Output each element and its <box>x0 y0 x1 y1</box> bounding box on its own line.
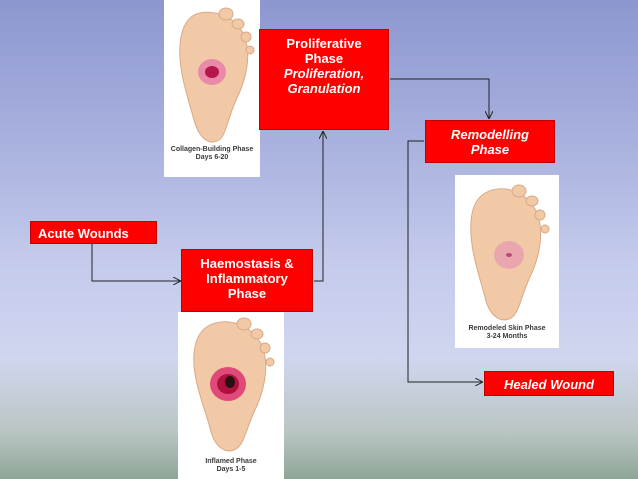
remodelling-label-line-2: Phase <box>470 142 510 157</box>
inflamed-phase-photo: Inflamed Phase Days 1-5 <box>178 312 284 479</box>
connector-proliferative-to-remodelling <box>390 78 489 118</box>
foot-inflamed-wound-icon <box>178 312 284 479</box>
proliferative-label-line-1: Proliferative <box>286 36 362 51</box>
collagen-caption-days: Days 6-20 <box>195 154 229 161</box>
connector-haemostasis-to-proliferative <box>314 132 323 282</box>
remodeled-caption-months: 3-24 Months <box>486 333 528 340</box>
collagen-caption-title: Collagen-Building Phase <box>170 146 254 153</box>
foot-wound-icon <box>164 0 260 177</box>
proliferative-sub-line-1: Proliferation, <box>283 66 365 81</box>
collagen-building-phase-photo: Collagen-Building Phase Days 6-20 <box>164 0 260 177</box>
proliferative-phase-node: Proliferative Phase Proliferation, Granu… <box>259 29 389 130</box>
acute-wounds-node: Acute Wounds <box>30 221 157 244</box>
healed-wound-node: Healed Wound <box>484 371 614 396</box>
remodeled-skin-phase-photo: Remodeled Skin Phase 3-24 Months <box>455 175 559 348</box>
healed-wound-label: Healed Wound <box>503 377 595 392</box>
proliferative-sub-line-2: Granulation <box>287 81 361 96</box>
foot-healing-icon <box>455 175 559 348</box>
remodeled-caption-title: Remodeled Skin Phase <box>468 325 546 332</box>
remodelling-label-line-1: Remodelling <box>450 127 529 142</box>
inflamed-caption-title: Inflamed Phase <box>205 458 257 465</box>
proliferative-label-line-2: Phase <box>304 51 344 66</box>
haemostasis-label-line-3: Phase <box>227 286 267 301</box>
connector-acute-to-haemostasis <box>91 244 180 281</box>
haemostasis-label-line-1: Haemostasis & <box>200 256 294 271</box>
acute-wounds-label: Acute Wounds <box>38 226 129 241</box>
haemostasis-inflammatory-phase-node: Haemostasis & Inflammatory Phase <box>181 249 313 312</box>
remodelling-phase-node: Remodelling Phase <box>425 120 555 163</box>
inflamed-caption-days: Days 1-5 <box>216 466 246 473</box>
haemostasis-label-line-2: Inflammatory <box>206 271 288 286</box>
